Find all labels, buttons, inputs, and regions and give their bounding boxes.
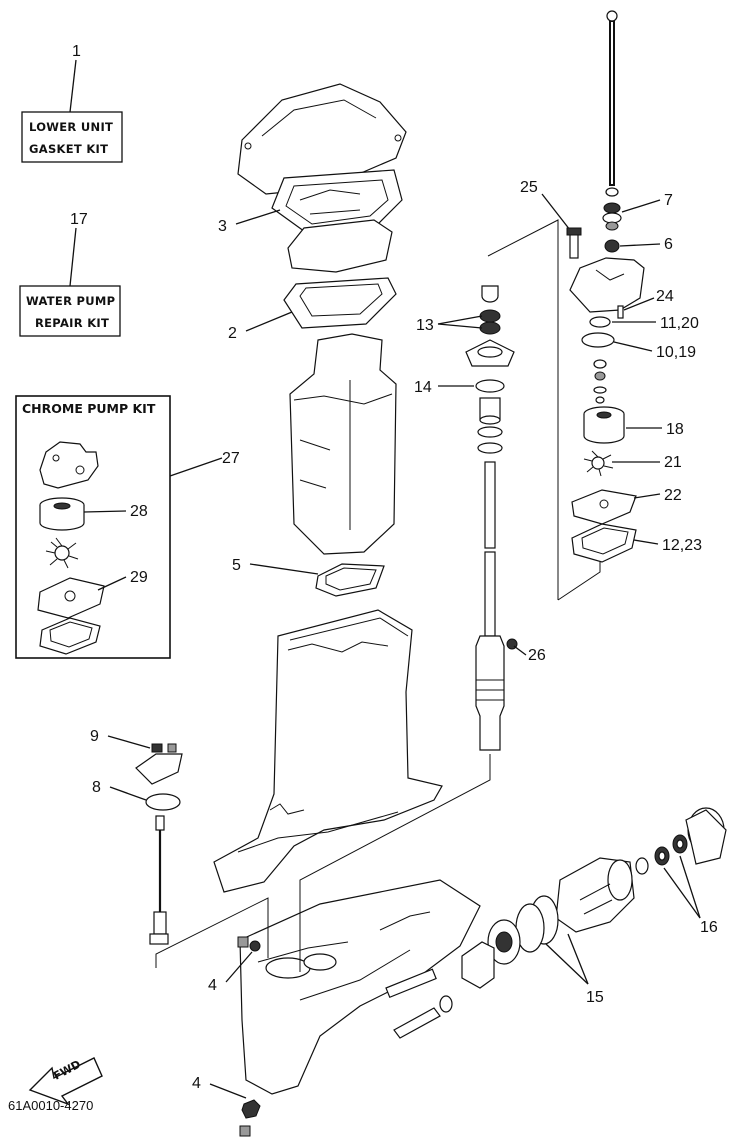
water-plug-4-lower: 4	[192, 1075, 261, 1137]
callout-5: 5	[232, 557, 241, 574]
spacer-plate	[287, 219, 393, 273]
callout-21: 21	[664, 454, 682, 471]
water-pump-kit-line2: REPAIR KIT	[35, 316, 109, 330]
exhaust-seal-5: 5	[232, 557, 385, 597]
water-plug-4-upper: 4	[208, 936, 261, 994]
driveshaft-assembly: 13 14 26	[414, 219, 601, 751]
callout-6: 6	[664, 236, 673, 253]
callout-13: 13	[416, 317, 434, 334]
callout-10-19: 10,19	[656, 344, 696, 361]
callout-7: 7	[664, 192, 673, 209]
chrome-pump-kit-title: CHROME PUMP KIT	[22, 401, 156, 416]
chrome-pump-kit-box: CHROME PUMP KIT 27 28 29	[15, 395, 240, 659]
callout-26: 26	[528, 647, 546, 664]
lower-gasket: 2	[228, 277, 397, 342]
lower-casing	[239, 879, 481, 1095]
lower-unit-kit-line2: GASKET KIT	[29, 142, 108, 156]
callout-3: 3	[218, 218, 227, 235]
top-cover	[237, 83, 407, 195]
leader-driveshaft-lower	[299, 754, 491, 972]
callout-27: 27	[222, 450, 240, 467]
callout-22: 22	[664, 487, 682, 504]
callout-1: 1	[72, 43, 81, 60]
callout-15: 15	[586, 989, 604, 1006]
callout-11-20: 11,20	[660, 315, 699, 332]
callout-14: 14	[414, 379, 432, 396]
water-pump-repair-kit-box: 17 WATER PUMP REPAIR KIT	[19, 211, 121, 337]
leader-gearshift	[155, 897, 269, 968]
callout-28: 28	[130, 503, 148, 520]
exhaust-guide	[289, 333, 397, 555]
callout-18: 18	[666, 421, 684, 438]
callout-4-upper: 4	[208, 977, 217, 994]
lower-unit-kit-line1: LOWER UNIT	[29, 120, 113, 134]
callout-4-lower: 4	[192, 1075, 201, 1092]
water-pump-kit-line1: WATER PUMP	[26, 294, 115, 308]
callout-24: 24	[656, 288, 674, 305]
callout-25: 25	[520, 179, 538, 196]
callout-29: 29	[130, 569, 148, 586]
callout-2: 2	[228, 325, 237, 342]
lower-unit-gasket-kit-box: 1 LOWER UNIT GASKET KIT	[21, 43, 123, 163]
callout-16: 16	[700, 919, 718, 936]
water-pump-assembly: 7 6 25 24 11,20 10,19 18	[520, 10, 702, 563]
upper-gasket: 3	[218, 169, 403, 235]
diagram-code: 61A0010-4270	[8, 1098, 93, 1113]
callout-17: 17	[70, 211, 88, 228]
callout-12-23: 12,23	[662, 537, 702, 554]
upper-casing	[213, 609, 443, 893]
propeller-shaft-housing: 16 15	[393, 807, 727, 1039]
shift-rod-assembly: 9 8	[90, 728, 183, 945]
callout-9: 9	[90, 728, 99, 745]
callout-8: 8	[92, 779, 101, 796]
